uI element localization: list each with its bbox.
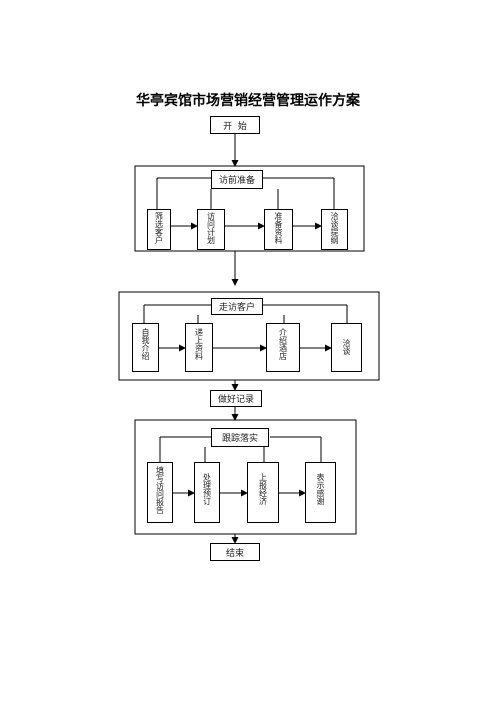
group2-header-label: 走访客户 <box>218 303 255 313</box>
group2-header: 走访客户 <box>211 298 263 315</box>
group2-step: 介绍酒店 <box>266 323 300 372</box>
step-label: 处理预订 <box>202 472 212 505</box>
step-label: 洽谈 <box>342 338 351 355</box>
step-label: 访问计划 <box>206 211 216 244</box>
step-label: 填写访问报告 <box>155 465 165 514</box>
group1-header: 访前准备 <box>211 170 263 189</box>
group2-frame <box>118 291 380 381</box>
start-node: 开 始 <box>210 116 260 134</box>
step-label: 准备资料 <box>274 211 283 244</box>
group3-step: 上报经济 <box>247 462 279 523</box>
step-label: 递上资料 <box>194 327 204 360</box>
group1-step: 筛选客户 <box>147 209 171 250</box>
group1-frame <box>134 165 365 252</box>
group3-step: 填写访问报告 <box>147 462 173 523</box>
step-label: 介绍酒店 <box>278 327 288 360</box>
end-label: 结束 <box>225 548 244 559</box>
group3-header: 跟踪落实 <box>211 428 269 447</box>
end-node: 结束 <box>210 543 260 561</box>
page-title: 华亭宾馆市场营销经营管理运作方案 <box>136 93 360 109</box>
record-label: 做好记录 <box>217 395 254 405</box>
group1-header-label: 访前准备 <box>218 176 255 186</box>
group1-step: 访问计划 <box>197 209 225 250</box>
record-node: 做好记录 <box>210 390 262 407</box>
group3-header-label: 跟踪落实 <box>221 434 258 444</box>
step-label: 自我介绍 <box>141 327 150 360</box>
group2-step: 洽谈 <box>331 323 362 372</box>
group3-frame <box>134 419 357 535</box>
group1-step: 洽谈提纲 <box>321 209 348 250</box>
step-label: 表示感谢 <box>316 472 325 505</box>
step-label: 上报经济 <box>258 472 268 505</box>
group2-step: 自我介绍 <box>132 323 159 372</box>
step-label: 筛选客户 <box>154 211 164 244</box>
group3-step: 处理预订 <box>194 462 220 523</box>
group3-step: 表示感谢 <box>305 462 336 523</box>
step-label: 洽谈提纲 <box>330 211 339 244</box>
group2-step: 递上资料 <box>185 323 213 372</box>
start-label: 开 始 <box>223 121 247 132</box>
group1-step: 准备资料 <box>264 209 293 250</box>
